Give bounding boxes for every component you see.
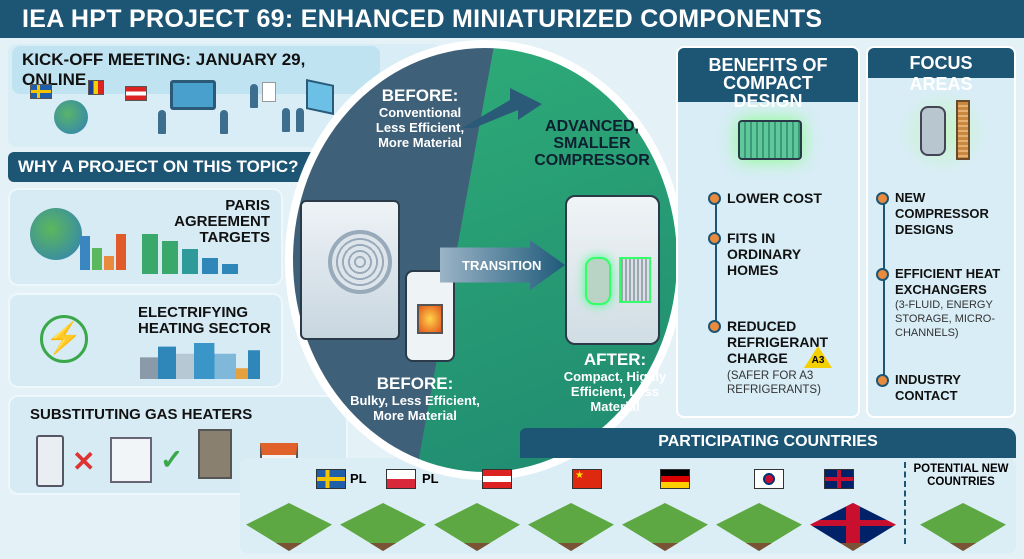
germany-flag-icon — [660, 469, 690, 489]
country-tile-germany — [622, 503, 708, 551]
card-title: PARIS AGREEMENT TARGETS — [174, 197, 270, 246]
before-description: Conventional Less Efficient, More Materi… — [375, 105, 465, 150]
bullet-dot-icon — [708, 232, 721, 245]
bullet-dot-icon — [876, 268, 889, 281]
focus-item: INDUSTRY CONTACT — [876, 372, 1016, 404]
china-flag-icon: ★ — [572, 469, 602, 489]
country-tile-china — [528, 503, 614, 551]
benefits-title: BENEFITS OF COMPACT DESIGN — [678, 48, 858, 110]
austria-flag-icon — [482, 469, 512, 489]
benefit-label: LOWER COST — [727, 190, 822, 206]
cross-icon: ✕ — [72, 446, 96, 477]
romania-flag-icon — [88, 80, 104, 95]
focus-panel: FOCUS AREAS NEW COMPRESSOR DESIGNS EFFIC… — [866, 46, 1016, 418]
focus-item: EFFICIENT HEAT EXCHANGERS(3-FLUID, ENERG… — [876, 266, 1016, 340]
why-title: WHY A PROJECT ON THIS TOPIC? — [8, 152, 316, 182]
person-icon — [220, 110, 228, 134]
before-heading: BEFORE: — [381, 86, 459, 105]
person-icon — [158, 110, 166, 134]
gas-heater-icon — [405, 270, 455, 362]
bullet-dot-icon — [708, 192, 721, 205]
bullet-dot-icon — [876, 374, 889, 387]
country-tile-poland — [340, 503, 426, 551]
potential-countries-label: POTENTIAL NEW COUNTRIES — [913, 463, 1009, 488]
plug-lightning-icon: ⚡ — [40, 315, 88, 363]
apartment-building-icon — [198, 429, 232, 479]
card-electrifying-heating: ⚡ ELECTRIFYING HEATING SECTOR — [8, 293, 283, 388]
country-tile-austria — [434, 503, 520, 551]
flag-label: PL — [350, 471, 367, 486]
after-description: Compact, Highly Efficient, Less Material — [563, 369, 667, 414]
benefits-panel: BENEFITS OF COMPACT DESIGN LOWER COST FI… — [676, 46, 860, 418]
outdoor-unit-icon — [300, 200, 400, 340]
country-tile-uk — [810, 503, 896, 551]
poland-flag-icon — [386, 469, 416, 489]
focus-item: NEW COMPRESSOR DESIGNS — [876, 190, 1016, 238]
focus-label: EFFICIENT HEAT EXCHANGERS — [895, 266, 1001, 297]
benefit-sub: (SAFER FOR A3 REFRIGERANTS) — [727, 370, 821, 396]
heat-exchanger-icon — [619, 257, 651, 303]
person-icon — [282, 108, 290, 132]
transition-label: TRANSITION — [462, 258, 542, 273]
before-top-label: BEFORE:Conventional Less Efficient, More… — [370, 86, 470, 150]
person-icon — [250, 84, 258, 108]
gas-heater-icon — [36, 435, 64, 487]
focus-label: INDUSTRY CONTACT — [895, 372, 961, 403]
compressor-icon — [585, 257, 611, 305]
benefit-item: LOWER COST — [708, 190, 858, 206]
south-korea-flag-icon — [754, 469, 784, 489]
declining-bar-chart-icon — [140, 232, 250, 274]
benefit-label: REDUCED REFRIGERANT CHARGE — [727, 318, 829, 366]
page-title: IEA HPT PROJECT 69: ENHANCED MINIATURIZE… — [0, 0, 1024, 38]
chart-board-icon — [262, 82, 276, 102]
after-heading: AFTER: — [583, 350, 647, 369]
globe-icon — [54, 100, 88, 134]
compact-heat-pump-icon — [565, 195, 660, 345]
focus-title: FOCUS AREAS — [868, 48, 1014, 94]
compressor-label: ADVANCED, SMALLER COMPRESSOR — [534, 118, 650, 169]
globe-icon — [30, 208, 82, 260]
fan-icon — [328, 230, 392, 294]
uk-flag-icon — [824, 469, 854, 489]
kickoff-illustration — [20, 78, 340, 143]
sweden-flag-icon — [316, 469, 346, 489]
benefit-item: FITS IN ORDINARY HOMES — [708, 230, 818, 278]
benefit-item: REDUCED REFRIGERANT CHARGE (SAFER FOR A3 … — [708, 318, 830, 397]
focus-sub: (3-FLUID, ENERGY STORAGE, MICRO-CHANNELS… — [895, 299, 996, 339]
compact-component-icon — [738, 120, 802, 160]
benefit-label: FITS IN ORDINARY HOMES — [727, 230, 801, 278]
video-call-icon — [170, 80, 216, 110]
country-tile-south-korea — [716, 503, 802, 551]
card-title: SUBSTITUTING GAS HEATERS — [30, 406, 253, 423]
after-label: AFTER:Compact, Highly Efficient, Less Ma… — [560, 350, 670, 414]
bullet-dot-icon — [708, 320, 721, 333]
before-bottom-label: BEFORE:Bulky, Less Efficient, More Mater… — [345, 374, 485, 423]
country-tile-sweden — [246, 503, 332, 551]
check-icon: ✓ — [160, 444, 184, 475]
card-paris-agreement: PARIS AGREEMENT TARGETS — [8, 188, 283, 286]
compressor-heat-exchanger-icon — [898, 90, 988, 174]
flame-icon — [417, 304, 443, 334]
countries-title: PARTICIPATING COUNTRIES — [520, 428, 1016, 458]
flag-label: PL — [422, 471, 439, 486]
city-icon — [140, 343, 260, 379]
austria-flag-icon — [125, 86, 147, 101]
card-title: ELECTRIFYING HEATING SECTOR — [138, 304, 271, 337]
before-heading: BEFORE: — [376, 374, 454, 393]
heat-pump-icon — [110, 437, 152, 483]
bullet-dot-icon — [876, 192, 889, 205]
small-bar-chart-icon — [78, 230, 128, 270]
sweden-flag-icon — [30, 84, 52, 99]
divider — [904, 462, 906, 544]
focus-label: NEW COMPRESSOR DESIGNS — [895, 190, 989, 237]
person-icon — [296, 108, 304, 132]
before-description: Bulky, Less Efficient, More Material — [350, 393, 480, 423]
countries-row: PL PL ★ — [244, 463, 904, 555]
